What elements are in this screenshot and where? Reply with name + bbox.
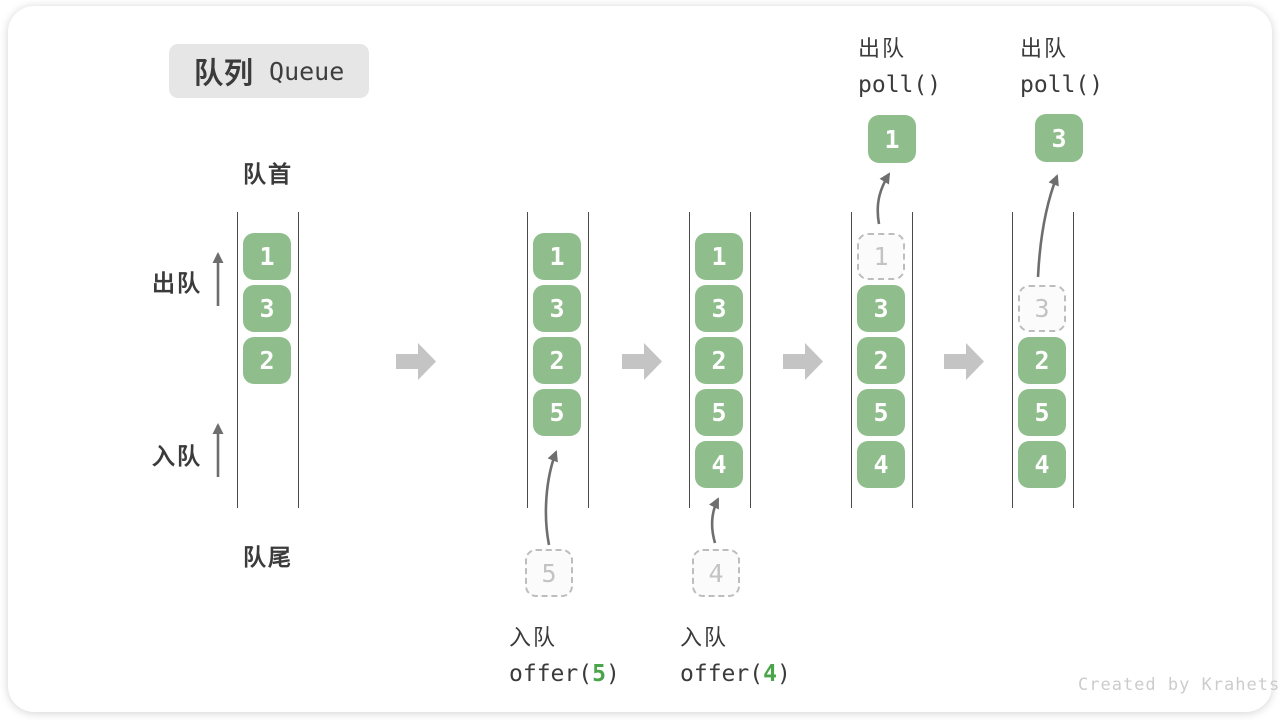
queue-channel-5: 3 2 5 4: [1012, 212, 1074, 508]
queue-channel-3: 1 3 2 5 4: [689, 212, 751, 508]
state-flow-arrow-icon: [944, 343, 984, 380]
offer-zh-label: 入队: [509, 625, 558, 650]
polled-cell: 1: [868, 115, 916, 163]
queue-cell: 4: [1018, 441, 1066, 488]
queue-cell: 1: [533, 233, 581, 280]
queue-cell: 2: [533, 337, 581, 384]
title-en: Queue: [269, 56, 345, 86]
offer-zh-label: 入队: [680, 625, 729, 650]
offer-code-label: offer(4): [680, 661, 791, 687]
queue-cell: 2: [857, 337, 905, 384]
state-flow-arrow-icon: [622, 343, 662, 380]
offer-fn-close: ): [776, 661, 791, 687]
queue-channel-4: 1 3 2 5 4: [851, 212, 913, 508]
credit-text: Created by Krahets: [1078, 675, 1280, 695]
offer-operation-label: 入队 offer(5): [509, 620, 620, 687]
offer-arg: 4: [763, 661, 777, 687]
poll-operation-label: 出队 poll(): [1020, 31, 1103, 98]
state-flow-arrow-icon: [396, 343, 436, 380]
offer-arg: 5: [592, 661, 606, 687]
queue-cell: 2: [695, 337, 743, 384]
queue-cell: 3: [533, 285, 581, 332]
incoming-ghost-cell: 5: [525, 549, 573, 597]
incoming-ghost-cell: 4: [692, 549, 740, 597]
queue-cell: 5: [1018, 389, 1066, 436]
queue-cell: 3: [857, 285, 905, 332]
queue-channel-1: 1 3 2: [237, 212, 299, 508]
queue-cell: 1: [243, 233, 291, 280]
queue-cell: 5: [857, 389, 905, 436]
queue-cell: 1: [695, 233, 743, 280]
dequeue-side-label: 出队: [152, 270, 202, 296]
queue-channel-2: 1 3 2 5: [527, 212, 589, 508]
poll-operation-label: 出队 poll(): [858, 31, 941, 98]
queue-cell: 4: [857, 441, 905, 488]
queue-front-label: 队首: [243, 161, 293, 187]
title-zh: 队列: [194, 58, 255, 90]
offer-code-label: offer(5): [509, 661, 620, 687]
poll-code-label: poll(): [1020, 72, 1104, 98]
queue-cell: 3: [243, 285, 291, 332]
enqueue-side-label: 入队: [152, 443, 202, 469]
removed-ghost-cell: 1: [857, 233, 905, 280]
state-flow-arrow-icon: [783, 343, 823, 380]
polled-cell: 3: [1035, 114, 1083, 162]
offer-fn-open: offer(: [509, 661, 593, 687]
title-badge: 队列 Queue: [169, 44, 370, 98]
poll-zh-label: 出队: [1020, 36, 1069, 61]
queue-cell: 5: [695, 389, 743, 436]
queue-rear-label: 队尾: [243, 544, 293, 570]
queue-cell: 2: [1018, 337, 1066, 384]
removed-ghost-cell: 3: [1018, 285, 1066, 332]
offer-fn-close: ): [605, 661, 620, 687]
poll-zh-label: 出队: [858, 36, 907, 61]
queue-cell: 5: [533, 389, 581, 436]
queue-cell: 4: [695, 441, 743, 488]
poll-code-label: poll(): [858, 72, 942, 98]
offer-fn-open: offer(: [680, 661, 764, 687]
offer-operation-label: 入队 offer(4): [680, 620, 791, 687]
queue-cell: 3: [695, 285, 743, 332]
queue-cell: 2: [243, 337, 291, 384]
